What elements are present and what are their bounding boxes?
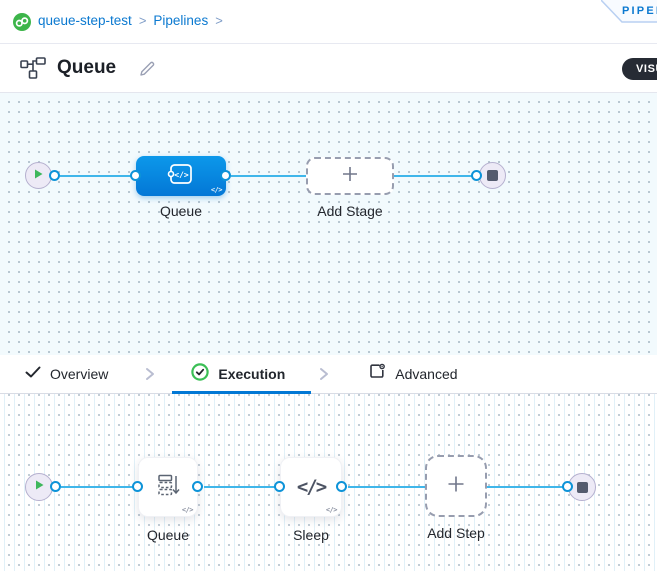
- tab-execution[interactable]: Execution: [191, 362, 286, 386]
- step-node-queue[interactable]: </>: [138, 457, 198, 517]
- pipeline-end-node: [479, 162, 506, 189]
- connector-edge: [204, 486, 275, 488]
- tab-overview-label: Overview: [50, 366, 109, 382]
- connector-edge: [348, 486, 425, 488]
- connector-edge: [394, 175, 472, 177]
- custom-stage-icon: </>: [166, 159, 196, 194]
- breadcrumb-project-link[interactable]: queue-step-test: [38, 13, 132, 28]
- visual-yaml-toggle[interactable]: VISUAL: [622, 58, 657, 80]
- pipeline-title-bar: Queue VISUAL: [0, 44, 657, 93]
- stage-config-tab-bar: Overview Execution: [0, 355, 657, 394]
- breadcrumb-bar: queue-step-test > Pipelines >: [0, 0, 657, 44]
- code-badge-icon: </>: [325, 506, 338, 514]
- code-badge-icon: </>: [210, 186, 223, 194]
- execution-canvas[interactable]: </> Queue </> </> Sleep Add Step: [0, 394, 657, 571]
- play-icon: [34, 478, 45, 496]
- code-icon: </>: [296, 476, 327, 498]
- tab-advanced[interactable]: Advanced: [369, 363, 458, 385]
- end-node-in-port[interactable]: [562, 481, 573, 492]
- step-in-port[interactable]: [132, 481, 143, 492]
- connector-edge: [61, 486, 137, 488]
- pencil-icon: [138, 61, 157, 81]
- end-node-in-port[interactable]: [471, 170, 482, 181]
- pipeline-icon: [20, 57, 46, 84]
- add-stage-button[interactable]: [306, 157, 394, 195]
- pipeline-studio-tab-shape: [600, 0, 657, 23]
- tab-advanced-label: Advanced: [395, 366, 458, 382]
- step-in-port[interactable]: [274, 481, 285, 492]
- step-out-port[interactable]: [336, 481, 347, 492]
- plus-icon: [446, 474, 466, 499]
- stage-out-port[interactable]: [220, 170, 231, 181]
- code-badge-icon: </>: [181, 506, 194, 514]
- start-node-out-port[interactable]: [49, 170, 60, 181]
- pipeline-studio-label[interactable]: PIPELINE STUDIO: [622, 5, 657, 17]
- stage-canvas[interactable]: </> </> Queue Add Stage: [0, 93, 657, 355]
- breadcrumb-pipelines-link[interactable]: Pipelines: [153, 13, 209, 28]
- connector-edge: [60, 175, 137, 177]
- edit-pipeline-name-button[interactable]: [137, 59, 157, 79]
- check-circle-green-icon: [191, 362, 210, 386]
- stop-icon: [576, 481, 588, 493]
- advanced-settings-icon: [369, 363, 386, 385]
- check-icon: [25, 365, 41, 383]
- pipeline-start-node: [25, 162, 52, 189]
- stage-name-label: Queue: [159, 203, 203, 219]
- stage-node-queue[interactable]: </> </>: [136, 156, 226, 196]
- chevron-right-icon: [319, 367, 329, 381]
- svg-text:</>: </>: [174, 170, 189, 179]
- stop-icon: [487, 170, 498, 181]
- execution-start-node: [25, 473, 53, 501]
- page-title: Queue: [57, 57, 117, 78]
- breadcrumb-separator: >: [138, 13, 147, 28]
- stage-in-port[interactable]: [130, 170, 141, 181]
- harness-logo-icon[interactable]: [13, 13, 31, 31]
- step-node-sleep[interactable]: </> </>: [280, 457, 342, 517]
- step-out-port[interactable]: [192, 481, 203, 492]
- breadcrumb: queue-step-test > Pipelines >: [38, 13, 230, 28]
- active-tab-underline: [172, 391, 311, 394]
- chevron-right-icon: [145, 367, 155, 381]
- breadcrumb-separator: >: [215, 13, 223, 28]
- add-step-button[interactable]: [425, 455, 487, 517]
- play-icon: [33, 167, 44, 185]
- connector-edge: [231, 175, 306, 177]
- tab-execution-label: Execution: [218, 366, 286, 382]
- add-step-label: Add Step: [427, 525, 485, 541]
- tab-overview[interactable]: Overview: [25, 365, 108, 383]
- step-name-label: Sleep: [293, 527, 329, 543]
- start-node-out-port[interactable]: [50, 481, 61, 492]
- plus-icon: [341, 165, 359, 188]
- queue-icon: [155, 472, 181, 503]
- step-name-label: Queue: [146, 527, 190, 543]
- add-stage-label: Add Stage: [317, 203, 383, 219]
- connector-edge: [487, 486, 563, 488]
